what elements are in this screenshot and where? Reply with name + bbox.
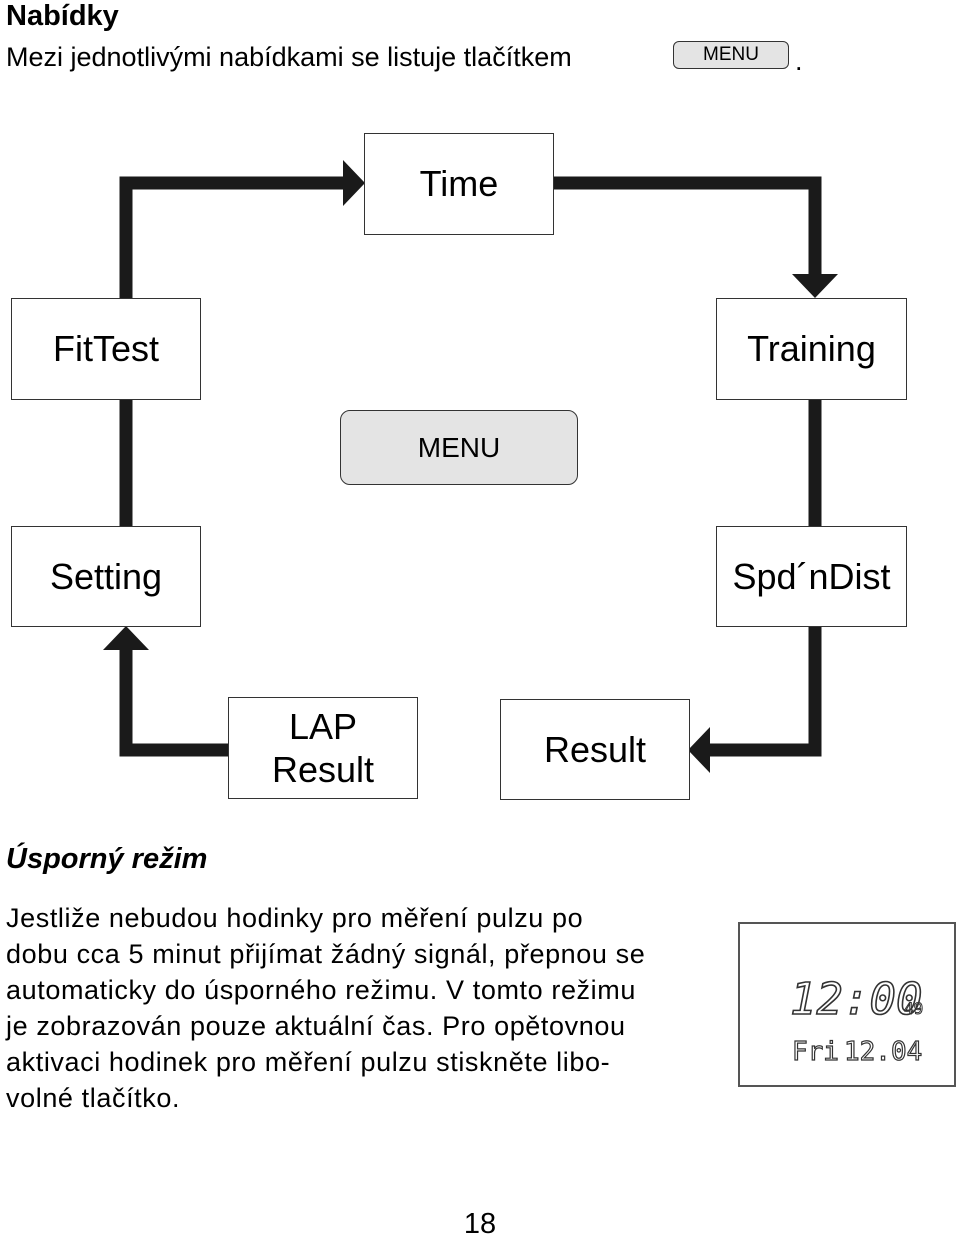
node-result: Result (500, 699, 690, 800)
lcd-display-image: 12:00 49 Fri 12.04 (738, 922, 956, 1087)
arrow-spdndist-to-result (706, 627, 822, 757)
page-heading: Nabídky (6, 0, 119, 32)
lcd-seconds: 49 (904, 999, 923, 1018)
arrow-lapresult-to-setting (119, 646, 228, 757)
intro-period: . (795, 46, 803, 76)
node-lap-result: LAP Result (228, 697, 418, 799)
arrow-time-to-training (554, 176, 822, 276)
arrowhead-right-icon (343, 160, 365, 206)
paragraph-line: volné tlačítko. (6, 1083, 181, 1113)
arrowhead-left-icon (688, 727, 710, 773)
lcd-screen: 12:00 49 Fri 12.04 (789, 973, 924, 1067)
menu-button-inline: MENU (673, 41, 789, 69)
paragraph-line: je zobrazován pouze aktuální čas. Pro op… (6, 1011, 626, 1041)
paragraph-line: automaticky do úsporného režimu. V tomto… (6, 975, 636, 1005)
section-paragraph: Jestliže nebudou hodinky pro měření pulz… (6, 900, 714, 1116)
arrowhead-down-icon (792, 274, 838, 298)
arrow-fittest-to-time (119, 176, 348, 298)
node-time: Time (364, 133, 554, 235)
node-fittest: FitTest (11, 298, 201, 400)
node-training: Training (716, 298, 907, 400)
node-lap-result-line1: LAP (288, 705, 358, 747)
section-title: Úsporný režim (6, 843, 208, 875)
paragraph-line: aktivaci hodinek pro měření pulzu stiskn… (6, 1047, 611, 1077)
node-lap-result-line2: Result (271, 749, 375, 790)
paragraph-line: Jestliže nebudou hodinky pro měření pulz… (6, 903, 584, 933)
cycle-arrows (103, 160, 838, 773)
node-spd-n-dist: Spd´nDist (716, 526, 907, 627)
lcd-time: 12:00 (790, 974, 922, 1025)
lcd-date: 12.04 (844, 1037, 922, 1067)
paragraph-line: dobu cca 5 minut přijímat žádný signál, … (6, 939, 646, 969)
page-number: 18 (463, 1208, 497, 1240)
menu-button-center: MENU (340, 410, 578, 485)
arrowhead-up-icon (103, 626, 149, 650)
node-setting: Setting (11, 526, 201, 627)
lcd-day: Fri (792, 1037, 839, 1067)
intro-text: Mezi jednotlivými nabídkami se listuje t… (6, 42, 572, 72)
